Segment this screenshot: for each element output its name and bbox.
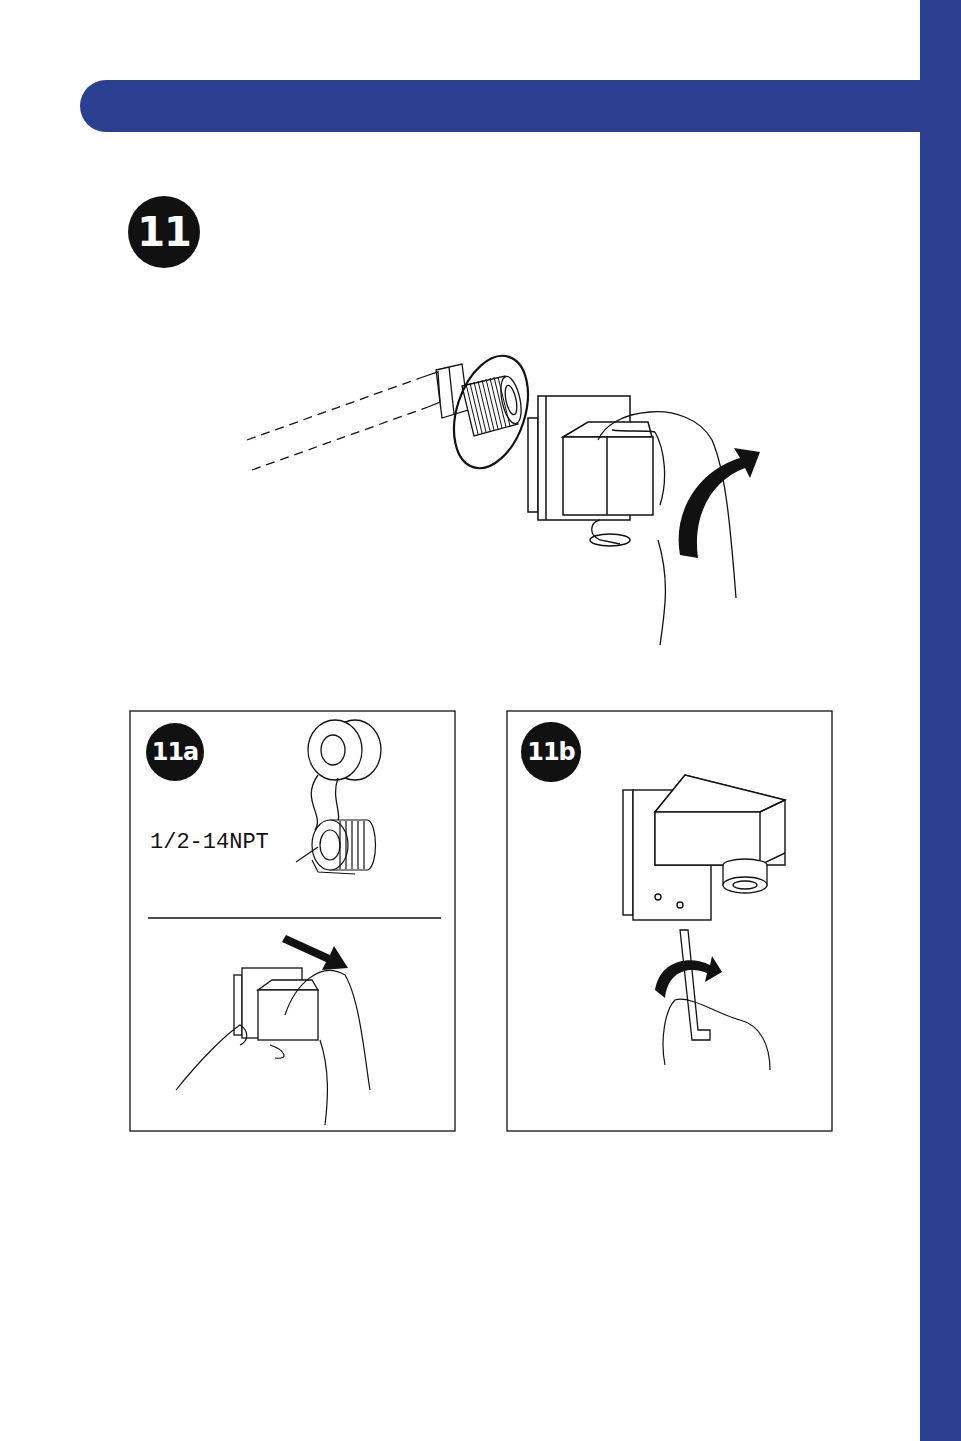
step-number: 11b xyxy=(527,738,575,766)
step-badge: 11b xyxy=(521,722,581,782)
hex-key xyxy=(655,930,770,1070)
panel-frame xyxy=(507,711,832,1131)
leader-line xyxy=(296,847,318,862)
shower-arm xyxy=(528,396,653,546)
threaded-nipple xyxy=(462,375,525,436)
push-arrow xyxy=(282,935,348,970)
tape-roll xyxy=(308,720,381,830)
step-number: 11 xyxy=(137,209,191,255)
highlight-ellipse xyxy=(441,346,542,477)
header-bar xyxy=(80,80,921,132)
hand xyxy=(592,412,736,645)
shower-arm xyxy=(234,968,318,1040)
hands xyxy=(176,971,370,1125)
panel-frame xyxy=(130,711,455,1131)
step-number: 11a xyxy=(152,738,199,766)
threaded-nipple xyxy=(312,820,376,874)
side-band xyxy=(920,0,961,1441)
step-badge: 11a xyxy=(146,723,205,782)
thread-spec: 1/2-14NPT xyxy=(148,830,271,855)
pipe xyxy=(247,364,468,470)
thread-lines xyxy=(466,377,510,434)
nozzle xyxy=(723,859,767,893)
step-badge: 11 xyxy=(128,196,200,268)
rotation-arrow xyxy=(679,448,760,558)
divider xyxy=(148,917,441,918)
shower-arm xyxy=(623,775,785,920)
